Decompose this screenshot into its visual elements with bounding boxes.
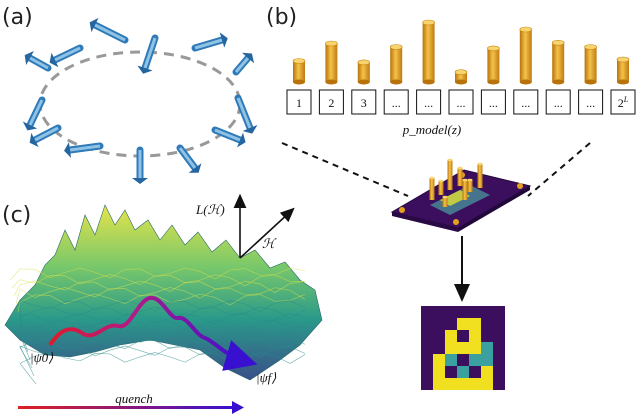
- output-pixel: [445, 378, 457, 390]
- connector-right: [527, 142, 591, 197]
- initial-state-label: |ψ0⟩: [30, 350, 53, 365]
- configuration-box: ...: [578, 89, 604, 115]
- final-state-label: |ψf⟩: [256, 370, 276, 385]
- configuration-box: ...: [480, 89, 506, 115]
- box-label: ...: [424, 96, 433, 110]
- axis-y-label: L(ℋ): [195, 202, 225, 217]
- axes-glyph: L(ℋ) ℋ: [195, 193, 295, 259]
- panel-c-label: (c): [2, 203, 31, 228]
- output-pixel: [457, 378, 469, 390]
- output-pixel: [469, 330, 481, 342]
- output-pixel: [445, 330, 457, 342]
- spin-arrow: [64, 142, 104, 158]
- histogram-bar: [551, 39, 565, 85]
- spin-arrow: [176, 144, 202, 173]
- model-chip: [390, 158, 532, 232]
- output-pixel: [481, 378, 493, 390]
- probability-histogram: [292, 19, 630, 85]
- connector-left: [281, 142, 409, 197]
- configuration-box: ...: [448, 89, 474, 115]
- histogram-bar: [616, 56, 630, 85]
- output-pixel: [433, 378, 445, 390]
- box-label: ...: [457, 96, 466, 110]
- configuration-box: ...: [383, 89, 409, 115]
- histogram-bar: [584, 44, 597, 85]
- output-pixel: [433, 354, 445, 366]
- configuration-box: 3: [351, 89, 377, 115]
- histogram-bar: [454, 69, 468, 85]
- probability-label: p_model(z): [402, 122, 462, 137]
- panel-b-label: (b): [266, 5, 297, 30]
- chip-bar: [462, 180, 468, 200]
- loss-landscape: |ψ0⟩ |ψf⟩: [4, 204, 323, 385]
- box-label: ...: [392, 96, 401, 110]
- histogram-bar: [325, 40, 338, 85]
- quench-arrow: quench: [18, 391, 244, 414]
- chip-bar: [438, 181, 444, 195]
- chip-bar: [477, 164, 483, 188]
- histogram-bar: [422, 19, 435, 85]
- box-label: 2L: [618, 95, 629, 110]
- spin-arrow: [24, 51, 52, 72]
- output-pixel: [445, 354, 457, 366]
- histogram-bar: [389, 44, 403, 85]
- box-label: ...: [489, 96, 498, 110]
- chip-bar: [429, 178, 435, 200]
- spin-arrow: [234, 94, 258, 134]
- histogram-bar: [487, 45, 500, 85]
- output-pixel: [457, 366, 469, 378]
- box-label: ...: [554, 96, 563, 110]
- quench-path: [48, 296, 258, 371]
- output-image: [421, 306, 505, 390]
- output-pixel: [433, 366, 445, 378]
- spin-arrow: [211, 126, 246, 148]
- box-label: 3: [361, 96, 367, 110]
- output-pixel: [457, 342, 469, 354]
- output-pixel: [445, 342, 457, 354]
- spin-arrows: [22, 17, 258, 184]
- box-label: 1: [296, 96, 302, 110]
- histogram-bar: [357, 59, 371, 85]
- chip-bar: [467, 180, 473, 192]
- spin-arrow: [132, 146, 148, 184]
- histogram-bar: [292, 58, 306, 85]
- axis-x-label: ℋ: [262, 236, 277, 251]
- histogram-bar: [519, 26, 533, 85]
- configuration-box: ...: [416, 89, 442, 115]
- panel-a-label: (a): [2, 5, 33, 30]
- chip-bar: [442, 197, 448, 207]
- box-label: 2: [328, 96, 334, 110]
- output-pixel: [469, 378, 481, 390]
- box-label: ...: [586, 96, 595, 110]
- chip-bar: [457, 168, 463, 186]
- output-pixel: [457, 318, 469, 330]
- box-label: ...: [521, 96, 530, 110]
- spin-arrow: [29, 124, 62, 148]
- output-pixel: [481, 354, 493, 366]
- configuration-box: 1: [286, 89, 312, 115]
- output-pixel: [481, 342, 493, 354]
- spin-arrow: [191, 32, 228, 52]
- configuration-boxes: 1 2 3..................... 2L: [286, 89, 636, 115]
- spin-arrow: [232, 52, 255, 76]
- output-pixel: [469, 318, 481, 330]
- configuration-box: 2L: [610, 89, 636, 115]
- quench-label: quench: [115, 391, 153, 406]
- configuration-box: ...: [545, 89, 571, 115]
- spin-arrow: [137, 34, 159, 74]
- output-pixel: [481, 366, 493, 378]
- configuration-box: ...: [513, 89, 539, 115]
- spin-arrow: [89, 17, 129, 44]
- spin-arrow: [22, 96, 46, 131]
- configuration-box: 2: [318, 89, 344, 115]
- output-pixel: [469, 342, 481, 354]
- output-pixel: [469, 354, 481, 366]
- spin-arrow: [49, 44, 84, 68]
- spin-ring: [22, 17, 258, 184]
- chip-bar: [447, 160, 453, 190]
